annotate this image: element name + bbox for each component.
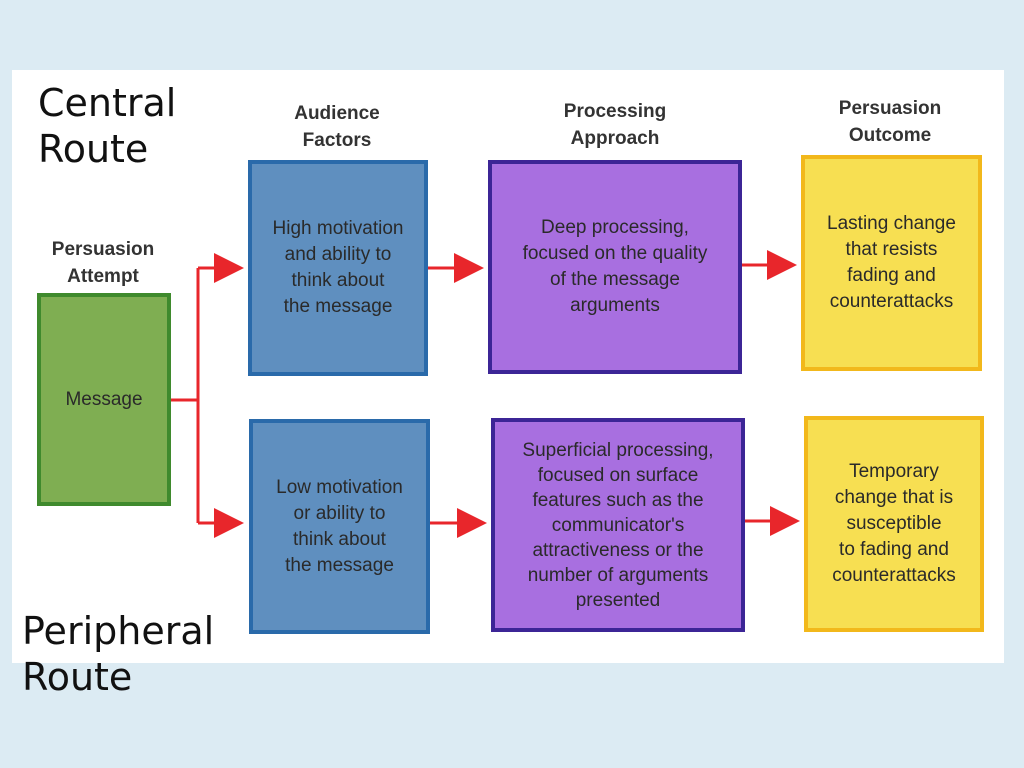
peripheral-processing-box: Superficial processing,focused on surfac… [491, 418, 745, 632]
message-text: Message [65, 388, 143, 410]
peripheral-processing-text: Superficial processing,focused on surfac… [522, 439, 714, 611]
message-box: Message [37, 293, 171, 506]
